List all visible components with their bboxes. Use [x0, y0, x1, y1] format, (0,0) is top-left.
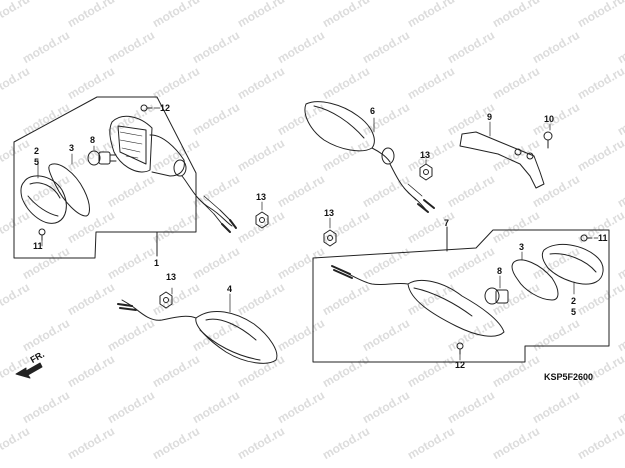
- callout-13-d: 13: [324, 208, 335, 218]
- callout-7: 7: [444, 218, 450, 228]
- bulb-right: [484, 287, 509, 305]
- left-assembly-frame: [13, 96, 197, 259]
- callout-5-right: 5: [571, 307, 577, 317]
- screw-12-left: [140, 104, 153, 112]
- callout-9: 9: [487, 112, 493, 122]
- right-assembly-frame: [312, 229, 610, 363]
- lens-left: [20, 175, 67, 224]
- callout-13-c: 13: [420, 150, 431, 160]
- blinker-housing-right: [331, 265, 505, 337]
- lens-right: [541, 243, 604, 285]
- callout-11-left: 11: [33, 241, 43, 251]
- callout-3-right: 3: [519, 242, 525, 252]
- callout-3-left: 3: [69, 143, 75, 153]
- callout-8-right: 8: [497, 266, 503, 276]
- screw-12-right: [456, 342, 464, 355]
- callout-5-left: 5: [34, 157, 40, 167]
- callout-12-left: 12: [160, 103, 171, 113]
- callout-2-right: 2: [571, 296, 577, 306]
- gasket-left: [48, 163, 90, 217]
- callout-8-left: 8: [90, 135, 96, 145]
- diagram-code: KSP5F2600: [544, 372, 594, 382]
- callout-4: 4: [227, 284, 233, 294]
- callout-13-b: 13: [166, 272, 177, 282]
- nut-13-b: [159, 291, 173, 309]
- blinker-assembly-4: [117, 299, 278, 364]
- callout-6: 6: [370, 106, 376, 116]
- callout-1: 1: [154, 258, 160, 268]
- reflector-housing-left: [109, 115, 237, 233]
- blinker-assembly-6: [304, 101, 435, 213]
- front-direction-arrow: [15, 362, 43, 379]
- callout-leaders: [37, 107, 599, 361]
- gasket-right: [511, 259, 559, 301]
- bulb-left: [87, 150, 117, 166]
- nut-13-d: [323, 229, 337, 247]
- nut-13-a: [255, 211, 269, 229]
- callout-11-right: 11: [598, 233, 608, 243]
- bolt-10: [543, 131, 553, 149]
- callout-10: 10: [544, 114, 555, 124]
- callout-2-left: 2: [34, 146, 40, 156]
- callout-12-right: 12: [455, 360, 466, 370]
- callout-13-a: 13: [256, 192, 267, 202]
- screw-11-left: [38, 228, 46, 241]
- screw-11-right: [580, 234, 593, 242]
- nut-13-c: [419, 163, 433, 181]
- bracket-9: [459, 131, 545, 189]
